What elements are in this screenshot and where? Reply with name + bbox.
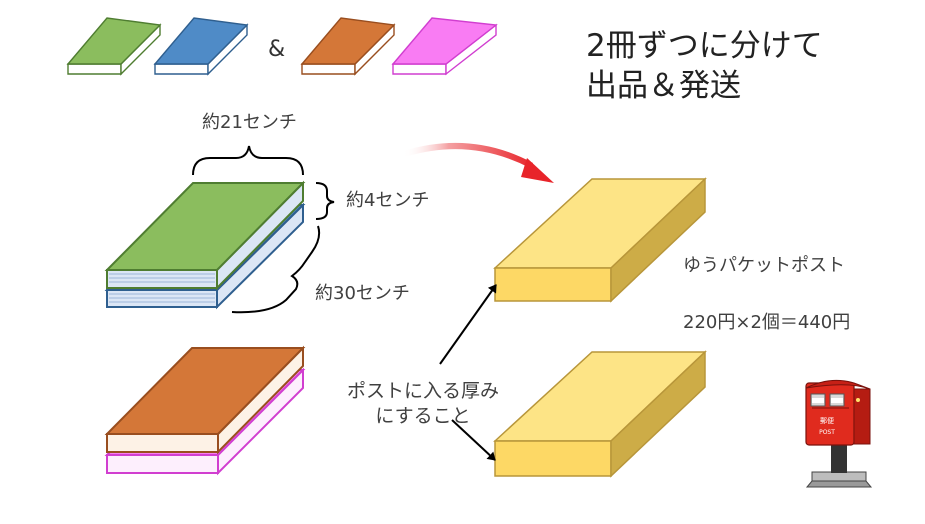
brace-length <box>231 225 321 314</box>
width-label: 約21センチ <box>202 112 297 133</box>
thickness-label: 約4センチ <box>346 190 430 211</box>
arrow-to-top-package <box>439 284 497 365</box>
book-stack-green-blue <box>104 180 306 310</box>
postbox-label-bottom: POST <box>819 429 835 436</box>
red-curved-arrow <box>403 142 554 183</box>
small-book-green <box>66 17 162 76</box>
shipping-price-label: 220円×2個＝440円 <box>683 312 851 333</box>
small-book-blue <box>153 17 249 76</box>
brace-width <box>192 145 304 176</box>
title-line-2: 出品＆発送 <box>586 68 741 104</box>
package-bottom <box>493 350 707 478</box>
length-label: 約30センチ <box>315 283 410 304</box>
brace-thickness <box>315 182 335 220</box>
shipping-service-label: ゆうパケットポスト <box>683 255 845 276</box>
postbox-label-top: 郵便 <box>820 416 834 425</box>
ampersand-label: & <box>268 37 286 62</box>
note-line-2: にすること <box>375 405 471 427</box>
small-book-orange <box>300 17 396 76</box>
small-book-pink <box>391 17 498 76</box>
package-top <box>493 177 707 303</box>
post-box-icon: 郵便 POST <box>805 379 873 488</box>
arrow-to-bottom-package <box>451 419 496 461</box>
book-stack-orange-pink <box>104 345 306 476</box>
note-line-1: ポストに入る厚み <box>346 380 499 402</box>
title-line-1: 2冊ずつに分けて <box>586 28 823 64</box>
